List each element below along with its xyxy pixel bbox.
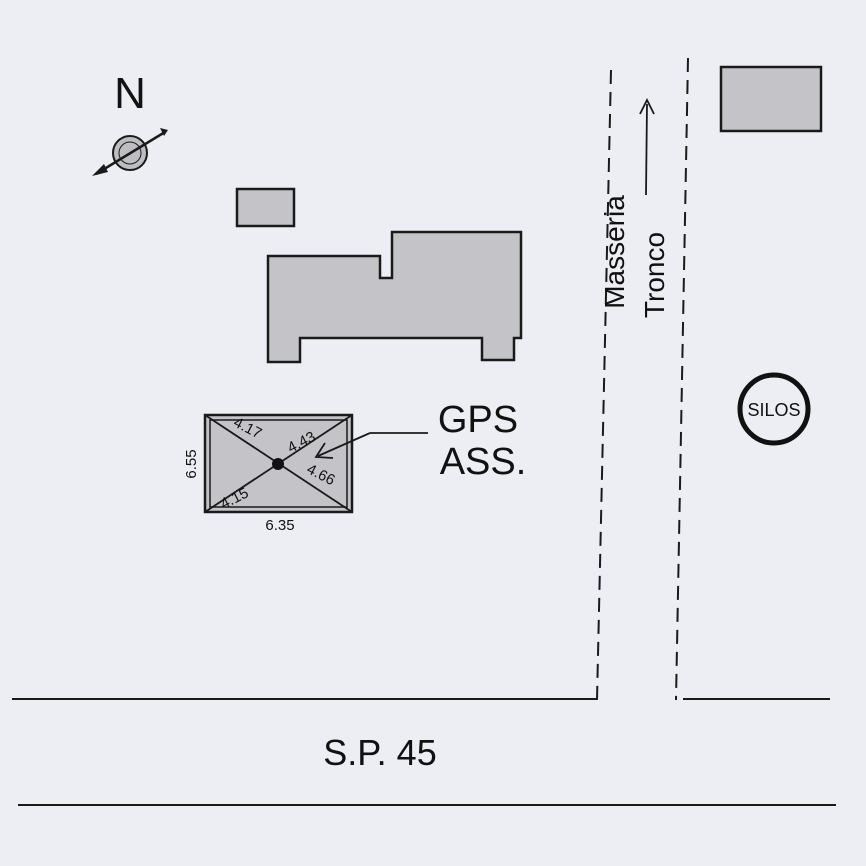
- leader-arrowhead-icon: [314, 442, 334, 459]
- side-road: Masseria Tronco: [596, 57, 689, 701]
- side-road-label-line2: Tronco: [639, 232, 670, 318]
- gps-label-line1: GPS: [438, 399, 518, 441]
- gps-site: 4.17 4.43 4.15 4.66 6.55 6.35: [183, 413, 354, 534]
- direction-arrow-icon: [639, 97, 655, 115]
- main-road: S.P. 45: [12, 698, 836, 806]
- dim-left-side: 6.55: [183, 449, 200, 478]
- side-road-label-line1: Masseria: [599, 195, 630, 309]
- building-main: [266, 230, 523, 364]
- side-road-west-edge: [596, 69, 612, 701]
- north-arrow-icon: [92, 128, 168, 176]
- main-road-label: S.P. 45: [323, 732, 436, 773]
- dim-bottom-side: 6.35: [265, 517, 294, 534]
- silos: SILOS: [737, 372, 811, 446]
- compass-north-label: N: [114, 69, 146, 118]
- building-northeast: [719, 65, 823, 133]
- building-small: [235, 187, 296, 228]
- silos-label: SILOS: [747, 400, 800, 420]
- gps-point-marker: [272, 458, 284, 470]
- side-road-east-edge: [675, 57, 689, 701]
- gps-callout: GPS ASS.: [314, 399, 527, 483]
- gps-label-line2: ASS.: [440, 441, 527, 483]
- compass: N: [92, 69, 168, 176]
